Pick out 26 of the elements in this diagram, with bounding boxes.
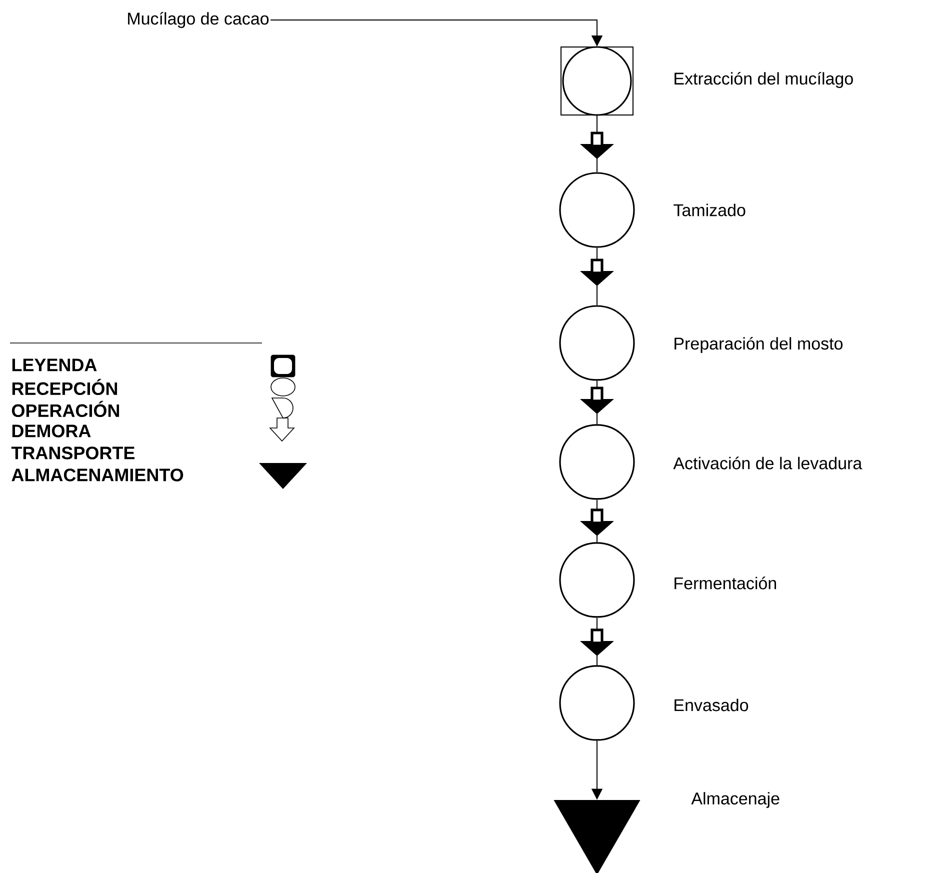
operation-circle [559, 172, 635, 248]
arrow [580, 247, 614, 306]
legend-entry: DEMORA [12, 424, 91, 438]
legend-entry: RECEPCIÓN [12, 378, 118, 396]
storage-triangle [554, 800, 640, 873]
legend-entry: ALMACENAMIENTO [12, 468, 184, 482]
receiving-operation-symbol [560, 46, 634, 116]
input-label: Mucílago de cacao [128, 12, 269, 28]
legend-entry: TRANSPORTE [11, 446, 134, 460]
legend-entry: OPERACIÓN [12, 400, 119, 418]
operation-circle [559, 305, 635, 381]
legend-title: LEYENDA [12, 358, 97, 372]
step-label: Almacenaje [691, 792, 780, 808]
step-label: Extracción del mucílago [674, 72, 853, 88]
step-label: Activación de la levadura [673, 456, 862, 470]
operation-circle [559, 665, 635, 741]
operation-circle [559, 542, 635, 618]
step-label: Tamizado [674, 204, 746, 216]
step-label: Fermentación [674, 576, 776, 590]
arrow [580, 499, 614, 543]
step-label: Preparación del mosto [674, 336, 843, 353]
arrow [580, 617, 614, 666]
step-label: Envasado [674, 698, 748, 712]
arrow [580, 380, 614, 425]
arrow [580, 115, 614, 173]
operation-circle [559, 424, 635, 500]
